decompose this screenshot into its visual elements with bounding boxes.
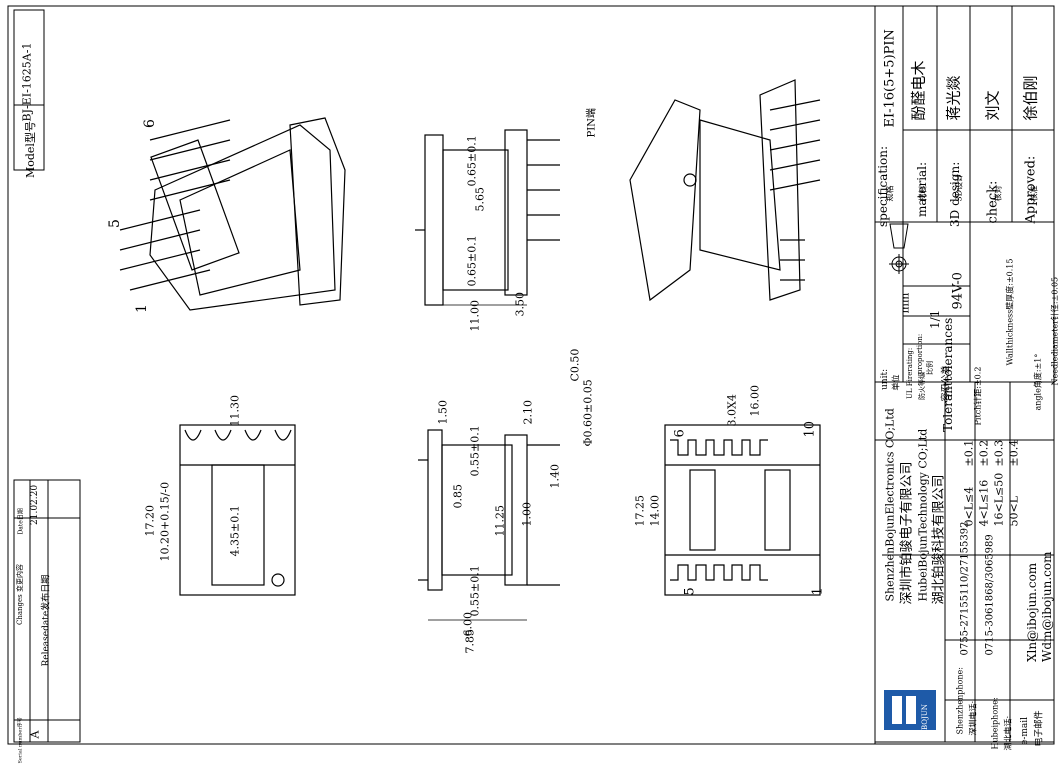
front-pin-dia: Φ0.60±0.05 <box>581 379 595 447</box>
side-w1: 3.50 <box>513 292 527 317</box>
company-cn-1: 深圳市铂骏电子有限公司 <box>899 461 915 605</box>
wall-tolerance: Wallthickness壁厚度:±0.15 <box>1005 258 1015 366</box>
company-cn-2: 湖北铂骏科技有限公司 <box>931 474 947 605</box>
material-cn: 材料 <box>918 185 928 202</box>
front-chamfer: C0.50 <box>568 348 582 382</box>
design-value: 蒋光燚 <box>944 75 963 121</box>
bojun-logo <box>884 690 936 730</box>
shenzhen-phone-label: Shenzhenphone: <box>955 667 965 735</box>
front-0-85: 0.85 <box>451 484 465 509</box>
material-value: 酚醛电木 <box>909 60 928 121</box>
email-cn: 电子邮件 <box>1034 710 1045 747</box>
check-cn: 核对 <box>993 185 1003 202</box>
email-label: e-mail <box>1020 716 1030 745</box>
tolerance-value-4: ±0.4 <box>1007 439 1021 467</box>
check-value: 刘文 <box>983 90 1002 121</box>
outer-border <box>7 5 1055 745</box>
change-serial: A <box>28 730 42 739</box>
proportion-value: 1/1 <box>928 309 942 329</box>
pin-label-6: 6 <box>142 119 158 128</box>
email-1: Xln@ibojun.com <box>1025 562 1039 662</box>
hubei-phone-label: Hubeiphone: <box>990 697 1000 750</box>
change-date: 21.02.20 <box>30 484 40 525</box>
title-block-grid <box>874 6 1054 743</box>
front-11-25: 11.25 <box>493 505 507 537</box>
change-text: Releasedate发布日期 <box>41 574 52 667</box>
side-pin-label: PIN端 <box>586 108 598 138</box>
unit-value: mm <box>898 292 912 314</box>
front-view <box>418 429 560 621</box>
shenzhen-phone: 0755-27155110/27155392 <box>959 521 971 656</box>
bottom-pitch: 3.0X4 <box>725 394 739 427</box>
design-cn: 3D设计 <box>954 173 964 202</box>
changes-serial-header: Serial number序号 <box>17 717 24 764</box>
changes-table <box>13 479 81 743</box>
bottom-width: 16.00 <box>748 385 762 417</box>
fire-label: UL Firerating: <box>906 347 914 399</box>
bottom-h2: 14.00 <box>648 495 662 527</box>
angle-tolerance: angle角度:±1° <box>1033 353 1043 411</box>
front-0-55-a: 0.55±0.1 <box>468 425 482 477</box>
changes-header: Changes 变更内容 <box>16 564 24 625</box>
email-2: Wdm@ibojun.com <box>1040 551 1054 662</box>
hubei-phone: 0715-3061868/3065989 <box>984 534 996 656</box>
approved-value: 徐伯刚 <box>1021 75 1040 121</box>
logo-text: BOJUN <box>921 704 929 730</box>
bottom-pin-6: 6 <box>672 429 688 438</box>
bottom-pin-10: 10 <box>802 420 818 438</box>
spec-value: EI-16(5+5)PIN <box>882 29 898 128</box>
top-height-inner: 10.20+0.15/-0 <box>158 481 172 562</box>
fire-cn: 防火等级 <box>918 372 926 400</box>
unit-cn: 单位 <box>891 374 901 391</box>
changes-date-header: Date日期 <box>17 508 25 535</box>
fire-value: 94V-0 <box>950 272 966 310</box>
top-slot: 4.35±0.1 <box>228 505 242 557</box>
side-view <box>415 129 560 306</box>
bottom-view <box>664 424 821 596</box>
pitch-tolerance: Pitch针距:±0.2 <box>973 366 983 426</box>
model-label: Model型号 <box>24 121 37 178</box>
isometric-view-left <box>119 117 346 311</box>
front-2-10: 2.10 <box>521 400 535 425</box>
approved-cn: 核准 <box>1029 185 1039 202</box>
hubei-phone-cn: 湖北电话: <box>1003 715 1013 751</box>
top-width: 11.30 <box>228 395 242 427</box>
needle-tolerance: Needlediameter针径:±0.05 <box>1050 276 1060 386</box>
bottom-pin-5: 5 <box>682 587 698 596</box>
top-view <box>179 424 296 596</box>
bottom-h1: 17.25 <box>633 495 647 527</box>
side-w2: 11.00 <box>468 300 482 332</box>
front-1-40: 1.40 <box>548 464 562 489</box>
bottom-pin-1: 1 <box>810 587 826 596</box>
top-height-outer: 17.20 <box>143 505 157 537</box>
projection-symbol-icon <box>889 223 909 274</box>
unit-label: unit: <box>880 368 890 390</box>
isometric-view-right <box>629 79 821 302</box>
tolerance-cn: 容忍公差 <box>941 365 952 402</box>
front-1-50: 1.50 <box>436 400 450 425</box>
side-h2: 0.65±0.1 <box>465 235 479 287</box>
front-7-85: 7.85 <box>463 629 477 654</box>
shenzhen-phone-cn: 深圳电话: <box>968 700 978 736</box>
side-center: 5.65 <box>473 187 487 212</box>
front-1-00: 1.00 <box>520 502 534 527</box>
spec-cn: 规格 <box>885 185 895 202</box>
tolerance-value-3: ±0.3 <box>992 439 1006 467</box>
pin-label-1: 1 <box>134 304 150 313</box>
model-box <box>13 9 45 171</box>
pin-label-5: 5 <box>107 219 123 228</box>
